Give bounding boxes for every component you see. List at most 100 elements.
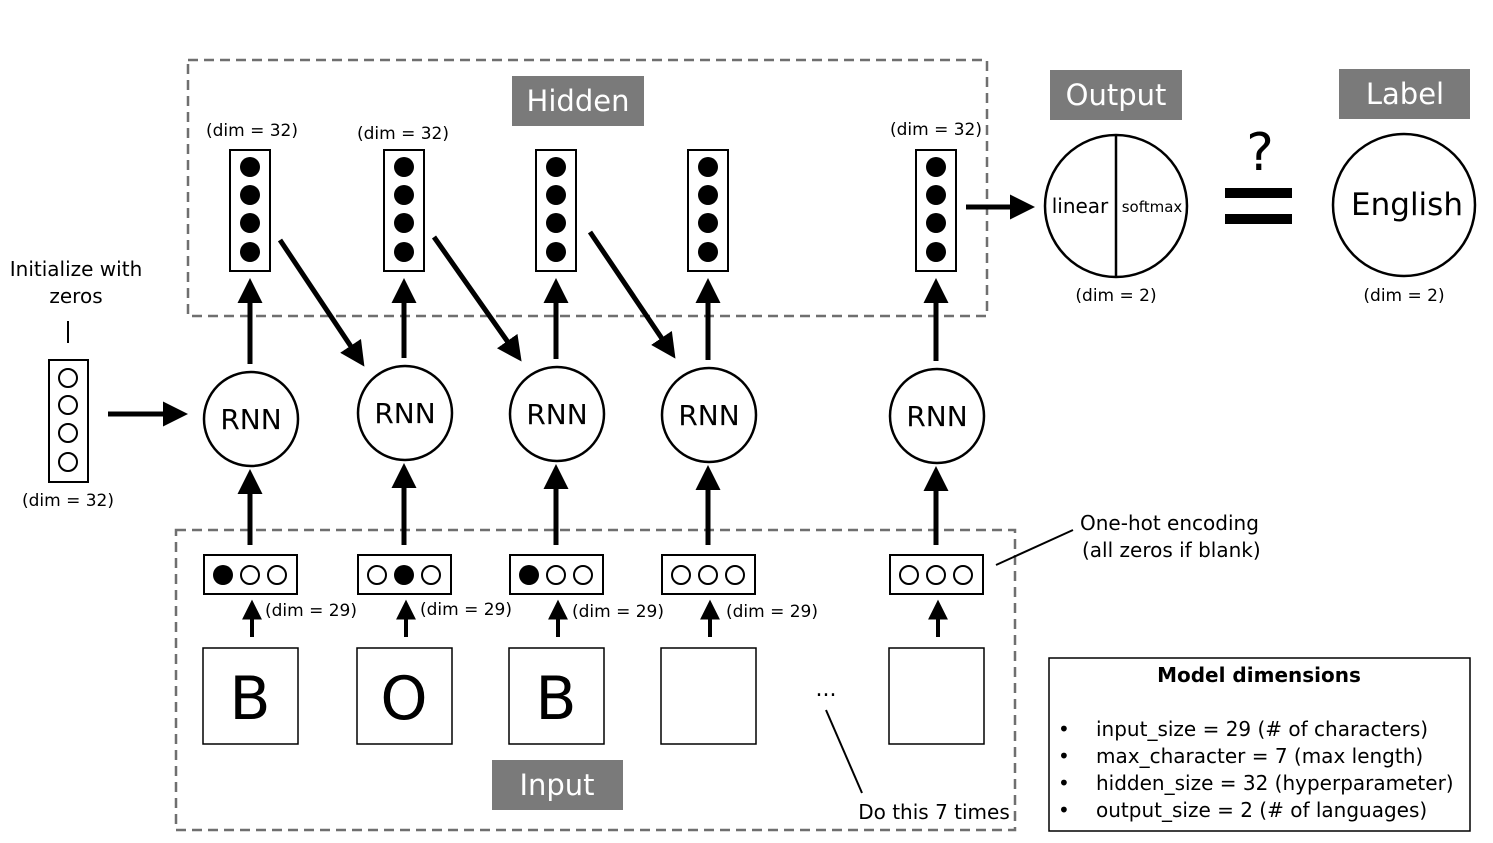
hidden-unit — [698, 157, 718, 177]
hidden-unit — [698, 185, 718, 205]
rnn-cell-1: RNN — [202, 370, 300, 468]
onehot-unit — [698, 565, 718, 585]
character-letter-3: B — [535, 664, 576, 734]
hidden-unit — [394, 242, 414, 262]
rnn-cell-2: RNN — [356, 364, 454, 462]
rnn-label-1: RNN — [220, 403, 281, 436]
output-label: Output — [1050, 70, 1182, 120]
hidden-dim-label-1: (dim = 32) — [206, 121, 298, 141]
label-label: Label — [1339, 69, 1470, 119]
onehot-vector-1 — [203, 554, 298, 595]
hidden-vector-2 — [383, 149, 425, 272]
model-dimensions-box: Model dimensions • input_size = 29 (# of… — [1048, 657, 1471, 832]
equals-sign-bottom — [1225, 214, 1292, 224]
hidden-unit — [240, 185, 260, 205]
rnn-cell-5: RNN — [888, 367, 986, 465]
onehot-unit — [573, 565, 593, 585]
hidden-unit — [698, 213, 718, 233]
input-dim-label-1: (dim = 29) — [265, 601, 357, 621]
input-label: Input — [492, 760, 623, 810]
onehot-unit — [267, 565, 287, 585]
hidden-vector-3 — [535, 149, 577, 272]
character-letter-1: B — [229, 664, 270, 734]
recurrent-arrow-3 — [587, 230, 676, 359]
model-item-hidden-size: hidden_size = 32 (hyperparameter) — [1096, 771, 1454, 795]
label-dim-label: (dim = 2) — [1363, 286, 1444, 306]
input-section-border — [174, 528, 1017, 832]
rnn-label-2: RNN — [374, 397, 435, 430]
onehot-vector-4 — [661, 554, 756, 595]
timestep-columns: RNN B RNN O RNN B RNN RNN — [202, 149, 986, 745]
hidden-dim-label-2: (dim = 32) — [357, 124, 449, 144]
rnn-cell-4: RNN — [660, 366, 758, 464]
rnn-cell-3: RNN — [508, 365, 606, 463]
onehot-unit — [953, 565, 973, 585]
output-label-text: Output — [1066, 78, 1167, 112]
input-dim-label-3: (dim = 29) — [572, 602, 664, 622]
question-mark: ? — [1246, 123, 1274, 183]
onehot-unit-active — [394, 565, 414, 585]
onehot-unit — [367, 565, 387, 585]
input-label-text: Input — [519, 768, 594, 802]
hidden-unit — [546, 185, 566, 205]
rnn-label-3: RNN — [526, 398, 587, 431]
hidden-unit — [926, 157, 946, 177]
onehot-unit — [671, 565, 691, 585]
hidden-vector-1 — [229, 149, 271, 272]
init-hidden-vector — [48, 359, 89, 483]
hidden-unit — [240, 157, 260, 177]
hidden-label-text: Hidden — [527, 84, 630, 118]
equals-sign-top — [1225, 188, 1292, 198]
character-box-1: B — [202, 647, 299, 745]
hidden-label: Hidden — [512, 76, 644, 126]
rnn-label-5: RNN — [906, 400, 967, 433]
label-circle — [1331, 132, 1477, 278]
model-dimensions-title: Model dimensions — [1157, 663, 1361, 687]
model-bullet: • — [1058, 771, 1070, 795]
hidden-unit — [240, 242, 260, 262]
onehot-unit — [240, 565, 260, 585]
hidden-unit — [240, 213, 260, 233]
hidden-unit — [394, 213, 414, 233]
model-item-output-size: output_size = 2 (# of languages) — [1096, 798, 1427, 822]
model-item-input-size: input_size = 29 (# of characters) — [1096, 717, 1428, 741]
model-bullet: • — [1058, 744, 1070, 768]
hidden-unit — [926, 185, 946, 205]
onehot-unit — [725, 565, 745, 585]
hidden-dim-label-5: (dim = 32) — [890, 120, 982, 140]
init-text-line2: zeros — [49, 284, 102, 308]
character-box-3: B — [508, 647, 605, 745]
onehot-note-line1: One-hot encoding — [1080, 511, 1259, 535]
output-layer-circle: linear softmax — [1043, 133, 1189, 279]
onehot-vector-3 — [509, 554, 604, 595]
hidden-unit — [546, 242, 566, 262]
input-dim-label-2: (dim = 29) — [420, 600, 512, 620]
character-box-5 — [888, 647, 985, 745]
onehot-vector-2 — [357, 554, 452, 595]
onehot-vector-5 — [889, 554, 984, 595]
hidden-unit — [394, 185, 414, 205]
onehot-unit-active — [213, 565, 233, 585]
onehot-note-connector — [995, 529, 1074, 566]
model-item-max-character: max_character = 7 (max length) — [1096, 744, 1423, 768]
hidden-unit — [546, 213, 566, 233]
init-dim-label: (dim = 32) — [22, 491, 114, 511]
output-linear-label: linear — [1052, 194, 1109, 218]
hidden-vector-5 — [915, 149, 957, 272]
repeat-note: Do this 7 times — [858, 800, 1010, 824]
onehot-note-line2: (all zeros if blank) — [1082, 538, 1261, 562]
character-box-2: O — [356, 647, 453, 745]
hidden-unit — [926, 213, 946, 233]
label-label-text: Label — [1366, 77, 1444, 111]
rnn-label-4: RNN — [678, 399, 739, 432]
onehot-unit — [546, 565, 566, 585]
hidden-unit — [698, 242, 718, 262]
character-letter-2: O — [380, 664, 427, 734]
onehot-unit — [899, 565, 919, 585]
hidden-unit — [546, 157, 566, 177]
character-box-4 — [660, 647, 757, 745]
ellipsis: ... — [816, 677, 837, 702]
recurrent-arrow-2 — [431, 235, 522, 362]
hidden-vector-4 — [687, 149, 729, 272]
